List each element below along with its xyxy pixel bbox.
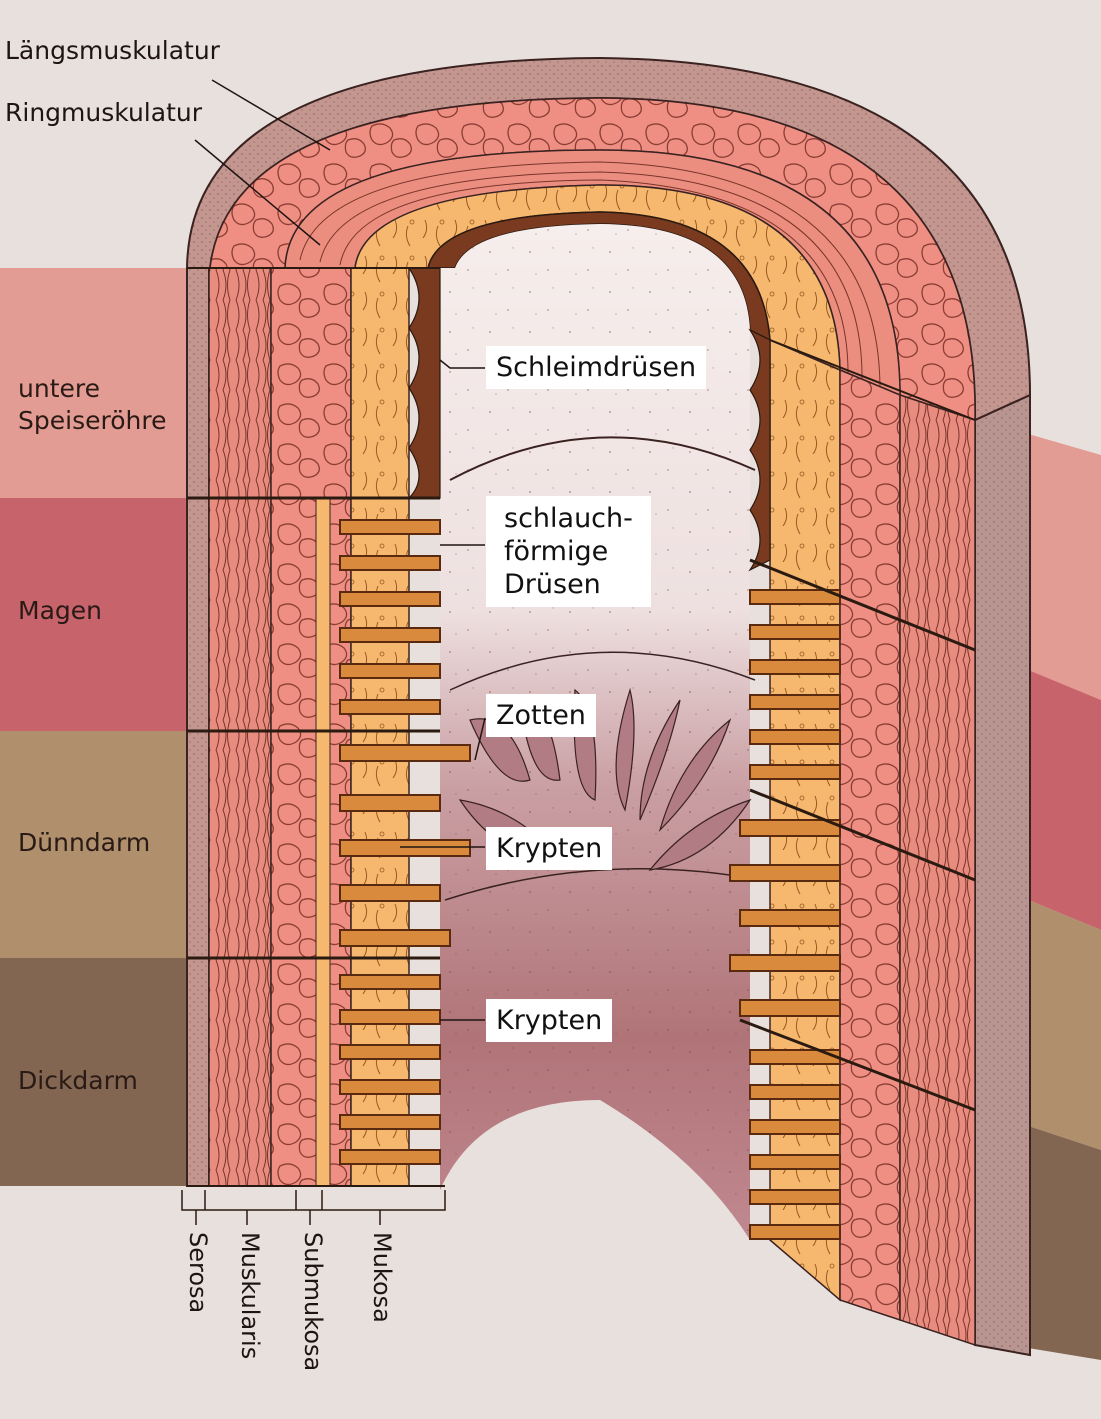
glands-right <box>729 589 841 1240</box>
label-region-large-intestine: Dickdarm <box>18 1066 138 1095</box>
label-layer-muscularis: Muskularis <box>236 1232 264 1360</box>
band-stomach <box>0 498 190 731</box>
layer-bracket <box>181 1190 446 1225</box>
callout-villi: Zotten <box>486 694 596 737</box>
callout-tubular-glands: schlauch- förmige Drüsen <box>486 496 651 607</box>
callout-crypts-large-intestine: Krypten <box>486 999 613 1042</box>
label-circular-muscle: Ringmuskulatur <box>5 98 202 127</box>
mucosa-esophagus-left <box>407 267 441 499</box>
mucosa-esophagus-right <box>748 328 771 572</box>
divider-esophagus-stomach-right <box>749 558 976 652</box>
longitudinal-muscle-right <box>899 393 976 1347</box>
label-layer-mucosa: Mukosa <box>368 1232 396 1323</box>
label-region-small-intestine: Dünndarm <box>18 828 151 857</box>
label-region-stomach: Magen <box>18 596 102 625</box>
divider-stomach-small-right <box>749 788 976 882</box>
submucosa-thin-left <box>315 497 331 1187</box>
label-region-esophagus: untere Speiseröhre <box>18 374 167 435</box>
callout-crypts-small-intestine: Krypten <box>486 827 613 870</box>
label-longitudinal-muscle: Längsmuskulatur <box>5 36 220 65</box>
label-layer-submucosa: Submukosa <box>299 1232 327 1372</box>
leader-lines <box>194 79 486 1021</box>
band-small-intestine <box>0 731 190 958</box>
label-layer-serosa: Serosa <box>184 1232 212 1314</box>
glands-left <box>339 519 471 1165</box>
band-esophagus <box>0 268 190 498</box>
divider-small-large-right <box>739 1018 976 1112</box>
longitudinal-muscle-left <box>208 267 272 1187</box>
callout-mucus-glands: Schleimdrüsen <box>486 346 707 389</box>
band-large-intestine <box>0 958 190 1186</box>
